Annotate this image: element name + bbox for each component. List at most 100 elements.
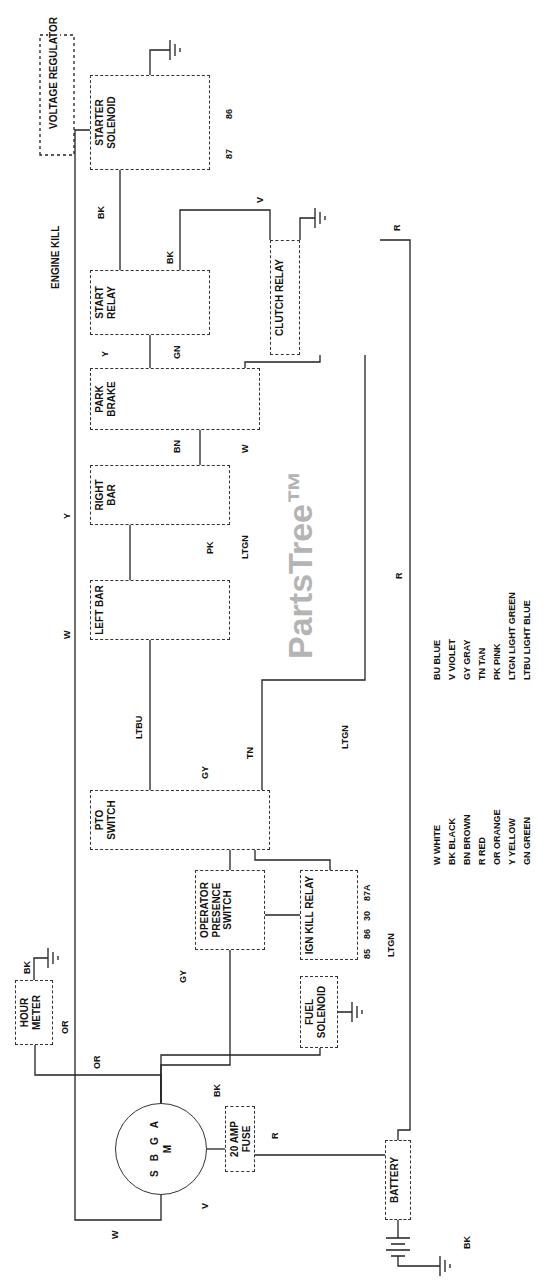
wire-connector (149, 640, 150, 790)
wire-color-code: BK (462, 1235, 473, 1250)
brake-switch: PARK BRAKE (90, 368, 260, 430)
wire-connector (255, 1154, 385, 1155)
wire-connector (161, 950, 230, 1103)
component-name: RIGHT BAR (94, 469, 117, 521)
circuit-note: VOLTAGE REGULATOR (48, 16, 60, 130)
legend-entry: R RED (477, 837, 488, 865)
component-name: LEFT BAR (94, 585, 106, 634)
legend-entry: W WHITE (432, 825, 443, 865)
legend-text: LTBU LIGHT BLUE (522, 600, 532, 680)
wire-color-code: W (110, 1230, 121, 1241)
wire-connector (129, 525, 130, 580)
relay-box: START RELAY (90, 270, 210, 335)
wire-connector (199, 430, 200, 465)
pin-number: 86 (362, 928, 373, 940)
terminal-letter: S (149, 1170, 161, 1177)
starter-solenoid: STARTER SOLENOID (90, 75, 210, 170)
component-name: PARK BRAKE (94, 372, 117, 426)
wire-color-code: BK (22, 960, 33, 975)
wire-color-code: TN (245, 746, 256, 760)
legend-text: Y YELLOW (507, 818, 517, 865)
presence-switch: OPERATOR PRESENCE SWITCH (195, 870, 265, 950)
ground-symbol (34, 948, 58, 980)
component-name: 20 AMP FUSE (229, 1110, 252, 1168)
legend-text: LTGN LIGHT GREEN (507, 592, 517, 680)
wire-color-code: V (200, 1202, 211, 1210)
legend-entry: BK BLACK (447, 818, 458, 865)
component-name: FUEL SOLENOID (304, 980, 327, 1044)
terminal-letter: M (162, 1145, 174, 1153)
wire-connector (255, 850, 330, 870)
wire-color-code: Y (62, 512, 73, 520)
power-wire (380, 240, 410, 1140)
legend-text: TN TAN (477, 648, 487, 680)
wire-color-code: BK (165, 250, 176, 265)
legend-text: GY GRAY (462, 639, 472, 680)
fuel-solenoid: FUEL SOLENOID (300, 976, 338, 1048)
relay-box: CLUTCH RELAY (270, 240, 300, 355)
wire-connector (245, 355, 320, 368)
legend-text: BN BROWN (462, 815, 472, 866)
legend-entry: OR ORANGE (492, 809, 503, 865)
legend-text: OR ORANGE (492, 809, 502, 865)
wire-color-code: R (392, 224, 403, 233)
wire-color-code: LTGN (340, 724, 351, 750)
pin-number: 85 (362, 948, 373, 960)
wire-connector (262, 355, 365, 790)
wire-color-code: W (240, 444, 251, 455)
legend-entry: V VIOLET (447, 639, 458, 680)
ground-symbol (150, 40, 180, 75)
legend-entry: TN TAN (477, 648, 488, 680)
legend-text: V VIOLET (447, 639, 457, 680)
wire-color-code: GN (172, 345, 183, 361)
wire-color-code: LTGN (240, 534, 251, 560)
wire-color-code: V (255, 196, 266, 204)
wire-connector (161, 1048, 320, 1103)
legend-entry: Y YELLOW (507, 818, 518, 865)
pin-number: 87 (224, 148, 235, 160)
legend-entry: BN BROWN (462, 815, 473, 866)
legend-text: R RED (477, 837, 487, 865)
wire-color-code: OR (60, 1020, 71, 1036)
wire-color-code: BN (172, 439, 183, 454)
ground-symbol (440, 1256, 450, 1276)
ground-symbol (338, 1002, 362, 1022)
wire-color-code: GY (200, 765, 211, 780)
battery-symbol (386, 1220, 440, 1266)
wire-connector (229, 850, 230, 870)
component-name: STARTER SOLENOID (94, 79, 117, 166)
wire-color-code: BK (212, 1083, 223, 1098)
component-name: HOUR METER (19, 984, 42, 1041)
wire-color-code: Y (100, 350, 111, 358)
terminal-letter: B (149, 1154, 161, 1161)
component-name: IGN KILL RELAY (304, 876, 316, 954)
bar-switch: LEFT BAR (90, 580, 230, 640)
wire-color-code: LTGN (386, 932, 397, 958)
component-name: CLUTCH RELAY (274, 259, 286, 336)
pin-number: 30 (362, 910, 373, 922)
legend-entry: GN GREEN (522, 817, 533, 865)
start-wire (180, 210, 270, 270)
component-name: OPERATOR PRESENCE SWITCH (199, 874, 234, 946)
legend-text: W WHITE (432, 825, 442, 865)
circuit-note: ENGINE KILL (50, 225, 62, 290)
component-name: PTO SWITCH (94, 794, 117, 846)
legend-entry: PK PINK (492, 643, 503, 680)
wire-color-code: BK (96, 205, 107, 220)
legend-entry: GY GRAY (462, 639, 473, 680)
watermark: PartsTree™ (280, 469, 321, 660)
ignition-switch: SBGAM (115, 1103, 207, 1195)
legend-text: PK PINK (492, 643, 502, 680)
wire-color-code: GY (178, 969, 189, 984)
pto-switch: PTO SWITCH (90, 790, 270, 850)
wire-connector (35, 1045, 161, 1103)
terminal-letter: A (149, 1121, 161, 1128)
wire-connector (149, 335, 150, 368)
wire-connector (207, 1148, 225, 1149)
legend-entry: BU BLUE (432, 640, 443, 680)
ground-symbol (300, 208, 325, 240)
legend-text: BU BLUE (432, 640, 442, 680)
wire-color-code: W (62, 630, 73, 641)
battery: BATTERY (385, 1140, 411, 1220)
